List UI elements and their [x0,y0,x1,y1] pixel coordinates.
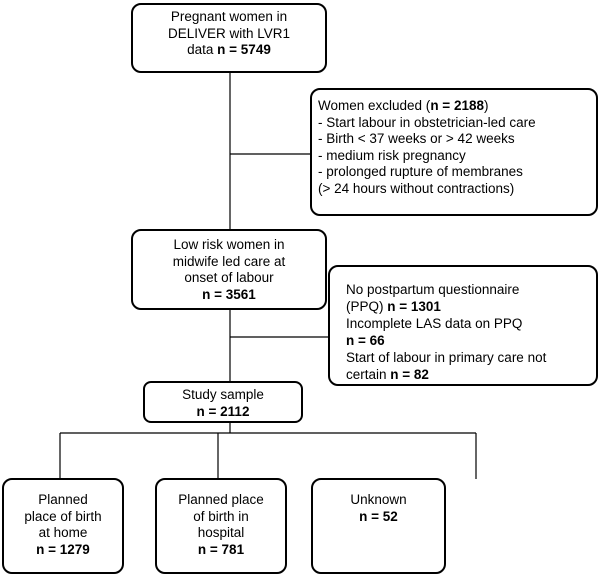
low-risk-line-1: Low risk women in [173,237,285,252]
hospital-box: Planned place of birth in hospital n = 7… [155,478,287,574]
low-risk-line-3: onset of labour [184,270,274,285]
total-line-1: Pregnant women in [170,9,288,24]
unknown-count: n = 52 [359,508,398,524]
total-line-3: data n = 5749 [187,42,271,57]
low-risk-count: n = 3561 [202,286,256,302]
incomplete-las-line: Incomplete LAS data on PPQ [346,316,523,331]
las-count: n = 66 [346,333,385,348]
unknown-count-line: n = 52 [313,509,444,526]
unknown-box: Unknown n = 52 [311,478,446,574]
home-count-line: n = 1279 [4,542,122,559]
excluded-item: (> 24 hours without contractions) [318,180,515,196]
study-count: n = 2112 [196,403,250,419]
hospital-line-3: hospital [197,525,245,540]
ppq-count: n = 1301 [387,299,441,314]
excluded-2-box: No postpartum questionnaire (PPQ) n = 13… [328,265,598,386]
home-box: Planned place of birth at home n = 1279 [2,478,124,574]
hospital-count-line: n = 781 [157,542,285,559]
low-risk-count-line: n = 3561 [133,287,325,304]
hospital-count: n = 781 [197,541,245,557]
start-labour-line: Start of labour in primary care not [346,350,547,365]
low-risk-box: Low risk women in midwife led care at on… [131,229,327,310]
uncertain-count-line: certain n = 82 [346,367,429,382]
hospital-line-2: of birth in [193,508,249,524]
uncertain-count: n = 82 [390,367,429,382]
home-line-2: place of birth [24,508,102,524]
total-count: n = 5749 [217,42,271,57]
las-count-line: n = 66 [346,332,596,349]
study-label: Study sample [182,387,264,402]
home-line-1: Planned [38,492,88,507]
excluded-item: - prolonged rupture of membranes [318,164,523,179]
unknown-label: Unknown [350,492,407,507]
total-women-box: Pregnant women in DELIVER with LVR1 data… [131,3,327,73]
home-line-3: at home [38,525,88,540]
study-sample-box: Study sample n = 2112 [143,381,303,423]
home-count: n = 1279 [36,541,90,557]
excluded-item: - Start labour in obstetrician-led care [318,114,536,130]
study-count-line: n = 2112 [145,404,301,421]
excluded-item: - Birth < 37 weeks or > 42 weeks [318,131,515,146]
excluded-box: Women excluded (n = 2188) - Start labour… [310,88,598,216]
excluded-title: Women excluded (n = 2188) [318,98,489,113]
no-ppq-line: No postpartum questionnaire [346,282,520,297]
excluded-item: - medium risk pregnancy [318,147,466,163]
excluded-count: n = 2188 [430,98,484,113]
low-risk-line-2: midwife led care at [172,253,286,269]
total-line-2: DELIVER with LVR1 [167,25,291,41]
ppq-count-line: (PPQ) n = 1301 [346,299,441,314]
hospital-line-1: Planned place [178,492,264,507]
